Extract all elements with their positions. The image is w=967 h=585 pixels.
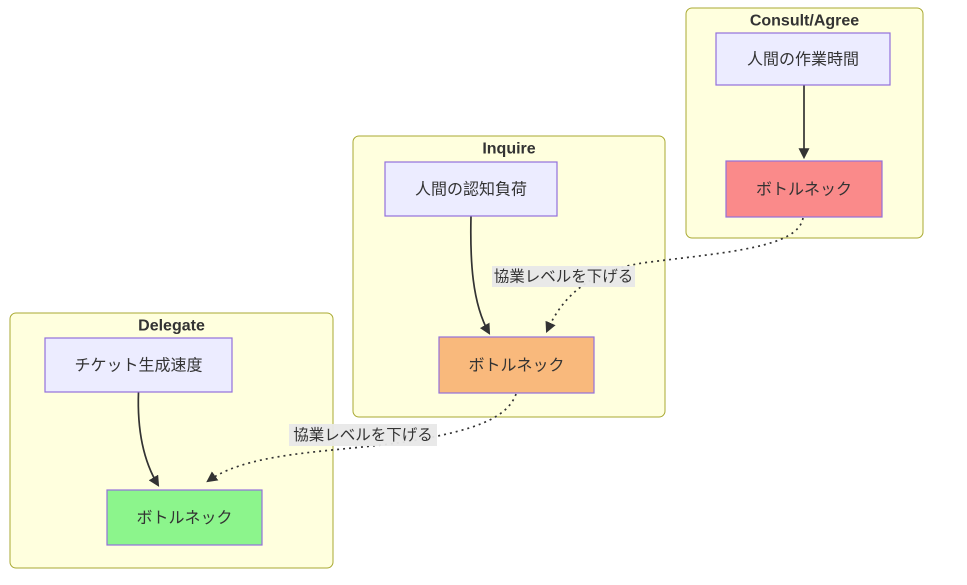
- node-ticket-generation-speed: チケット生成速度: [44, 337, 233, 393]
- node-bottleneck-consult-label: ボトルネック: [756, 181, 852, 199]
- node-bottleneck-inquire: ボトルネック: [438, 336, 595, 394]
- node-human-work-time-label: 人間の作業時間: [747, 51, 859, 69]
- edge-label-consult-to-inquire-text: 協業レベルを下げる: [494, 268, 634, 286]
- edge-consult-bottleneck-to-inquire-bottleneck: [545, 217, 804, 334]
- node-bottleneck-delegate-label: ボトルネック: [136, 509, 232, 527]
- edge-label-inquire-to-delegate-text: 協業レベルを下げる: [293, 426, 433, 444]
- node-bottleneck-delegate: ボトルネック: [106, 489, 263, 546]
- node-bottleneck-delegate-box: [106, 489, 263, 546]
- subgraph-inquire-title: Inquire: [482, 141, 535, 158]
- edge-cognitiveload-to-bottleneck: [469, 215, 491, 335]
- edge-ticketspeed-to-bottleneck: [137, 391, 160, 487]
- edge-label-consult-to-inquire: 協業レベルを下げる: [492, 266, 635, 287]
- subgraph-consult-agree-title: Consult/Agree: [750, 13, 859, 30]
- node-human-work-time-box: [715, 32, 891, 86]
- node-ticket-generation-speed-box: [44, 337, 233, 393]
- edge-label-inquire-to-delegate-bg: [289, 424, 437, 446]
- node-ticket-generation-speed-label: チケット生成速度: [74, 357, 202, 375]
- edge-label-consult-to-inquire-bg: [492, 266, 635, 287]
- node-human-cognitive-load: 人間の認知負荷: [384, 161, 558, 217]
- node-bottleneck-consult: ボトルネック: [725, 160, 883, 218]
- node-bottleneck-consult-box: [725, 160, 883, 218]
- edge-label-inquire-to-delegate: 協業レベルを下げる: [289, 424, 437, 446]
- edges: [137, 85, 810, 487]
- node-human-cognitive-load-box: [384, 161, 558, 217]
- node-human-cognitive-load-label: 人間の認知負荷: [415, 181, 527, 199]
- node-bottleneck-inquire-label: ボトルネック: [468, 357, 564, 375]
- node-human-work-time: 人間の作業時間: [715, 32, 891, 86]
- node-bottleneck-inquire-box: [438, 336, 595, 394]
- subgraph-delegate-title: Delegate: [138, 318, 205, 335]
